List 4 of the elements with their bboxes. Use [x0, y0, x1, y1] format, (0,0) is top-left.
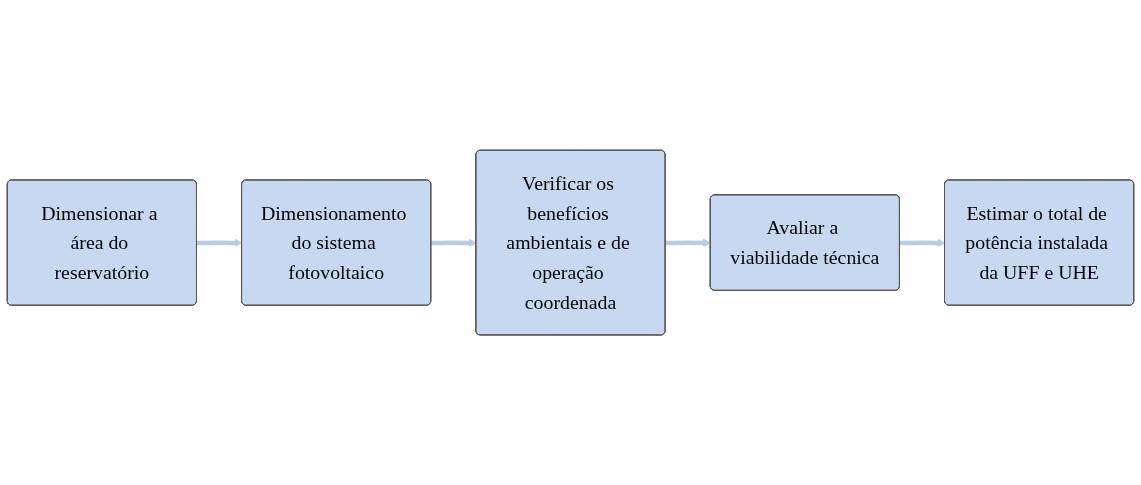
- arrow: [431, 238, 477, 247]
- arrow: [665, 238, 711, 247]
- arrow: [899, 238, 946, 247]
- arrow: [196, 238, 243, 247]
